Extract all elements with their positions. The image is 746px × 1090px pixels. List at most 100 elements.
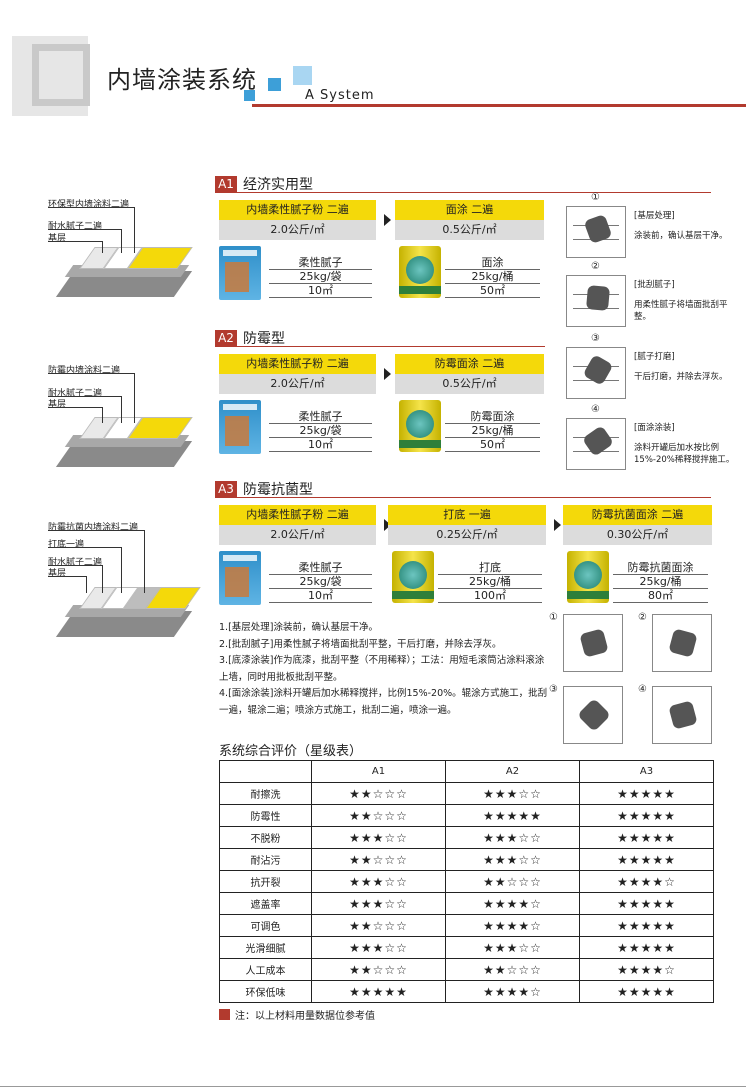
layer-diagram (55, 583, 201, 641)
star-rating: ★★★★★ (579, 936, 714, 959)
product-spec-pack: 25kg/桶 (445, 270, 540, 284)
layer-leader-line (102, 407, 103, 423)
layer-leader-line (48, 396, 121, 397)
evaluation-row: 防霉性★★☆☆☆★★★★★★★★★★ (219, 804, 714, 827)
product-rate: 0.30公斤/㎡ (563, 525, 712, 545)
star-rating: ★★★☆☆ (445, 936, 580, 959)
star-rating: ★★☆☆☆ (311, 804, 446, 827)
step-illustration (563, 686, 623, 744)
star-rating: ★★★★☆ (579, 870, 714, 893)
step-desc: 用柔性腻子将墙面批刮平整。 (634, 300, 728, 322)
product-rate: 0.5公斤/㎡ (395, 374, 544, 394)
product-rate: 0.25公斤/㎡ (388, 525, 546, 545)
step-title: [基层处理] (634, 211, 675, 221)
layer-leader-line (121, 396, 122, 423)
layer-leader-line (134, 373, 135, 423)
hand-tool-icon (668, 700, 698, 730)
step-illustration (566, 275, 626, 327)
star-rating: ★★★☆☆ (311, 936, 446, 959)
star-rating: ★★☆☆☆ (445, 870, 580, 893)
star-rating: ★★☆☆☆ (311, 958, 446, 981)
note-item: 2.[批刮腻子]用柔性腻子将墙面批刮平整，干后打磨，并除去浮灰。 (219, 638, 502, 650)
product-spec-pack: 25kg/袋 (269, 270, 372, 284)
evaluation-row: 遮盖率★★★☆☆★★★★☆★★★★★ (219, 892, 714, 915)
can-logo (574, 561, 602, 589)
layer-leader-line (48, 407, 102, 408)
layer-leader-line (134, 207, 135, 253)
section-tag: A1 (215, 176, 237, 192)
flow-arrow-icon (384, 214, 391, 226)
product-spec-cover: 80㎡ (613, 589, 708, 603)
evaluation-row: 耐沾污★★☆☆☆★★★☆☆★★★★★ (219, 848, 714, 871)
layer-leader-line (48, 229, 121, 230)
bottom-rule (0, 1086, 746, 1087)
step-number: ① (591, 192, 600, 203)
footnote-marker (219, 1009, 230, 1020)
hand-tool-icon (577, 698, 611, 732)
star-rating: ★★★☆☆ (445, 826, 580, 849)
paint-can-icon (399, 400, 441, 452)
header-rule (252, 104, 746, 107)
paint-can-icon (399, 246, 441, 298)
layer-diagram (55, 413, 193, 471)
layer-leader-line (102, 241, 103, 253)
evaluation-corner-cell (219, 760, 312, 783)
evaluation-row: 耐擦洗★★☆☆☆★★★☆☆★★★★★ (219, 782, 714, 805)
star-rating: ★★★★★ (579, 804, 714, 827)
section-title: 经济实用型 (243, 177, 313, 193)
evaluation-row-label: 光滑细腻 (219, 936, 312, 959)
star-rating: ★★★☆☆ (311, 870, 446, 893)
bag-label-strip (223, 555, 257, 561)
star-rating: ★★★☆☆ (311, 826, 446, 849)
section-title: 防霉抗菌型 (243, 482, 313, 498)
layer-diagram (55, 243, 193, 301)
product-name: 内墙柔性腻子粉 二遍 (219, 200, 376, 220)
evaluation-column-header: A1 (311, 760, 446, 783)
step-illustration (652, 614, 712, 672)
evaluation-row: 光滑细腻★★★☆☆★★★☆☆★★★★★ (219, 936, 714, 959)
product-spec-cover: 50㎡ (445, 284, 540, 298)
product-spec-pack: 25kg/桶 (445, 424, 540, 438)
star-rating: ★★★★★ (579, 892, 714, 915)
bag-label-strip (223, 404, 257, 410)
can-band (399, 286, 441, 294)
evaluation-row-label: 可调色 (219, 914, 312, 937)
flow-arrow-icon (554, 519, 561, 531)
note-item: 4.[面涂涂装]涂料开罐后加水稀释搅拌，比例15%-20%。辊涂方式施工，批刮一… (219, 688, 548, 716)
putty-bag-icon (219, 400, 261, 454)
star-rating: ★★★★☆ (445, 914, 580, 937)
hand-tool-icon (579, 628, 609, 658)
can-logo (406, 256, 434, 284)
product-spec-name: 柔性腻子 (269, 410, 372, 424)
step-illustration (563, 614, 623, 672)
hand-tool-icon (585, 285, 611, 311)
product-spec-cover: 10㎡ (269, 284, 372, 298)
product-rate: 2.0公斤/㎡ (219, 220, 376, 240)
layer-leader-line (48, 576, 86, 577)
paint-can-icon (567, 551, 609, 603)
evaluation-row-label: 抗开裂 (219, 870, 312, 893)
step-desc: 涂料开罐后加水按比例15%-20%稀释搅拌施工。 (634, 443, 735, 465)
layer-leader-line (86, 576, 87, 593)
layer-leader-line (48, 530, 144, 531)
product-name: 防霉面涂 二遍 (395, 354, 544, 374)
layer-leader-line (48, 547, 121, 548)
section-tag: A2 (215, 330, 237, 346)
product-spec-name: 柔性腻子 (269, 561, 372, 575)
hand-tool-icon (582, 354, 614, 386)
product-spec-name: 柔性腻子 (269, 256, 372, 270)
star-rating: ★★☆☆☆ (311, 782, 446, 805)
product-spec-cover: 10㎡ (269, 438, 372, 452)
product-spec-cover: 100㎡ (438, 589, 542, 603)
page-title: 内墙涂装系统 (107, 66, 257, 94)
putty-bag-icon (219, 246, 261, 300)
step-number: ① (549, 612, 558, 623)
layer-leader-line (121, 547, 122, 593)
header-decor-blue-square (268, 78, 281, 91)
layer-legend-label: 防霉抗菌内墙涂料二遍 (48, 523, 139, 533)
can-logo (406, 410, 434, 438)
evaluation-row-label: 环保低味 (219, 980, 312, 1003)
